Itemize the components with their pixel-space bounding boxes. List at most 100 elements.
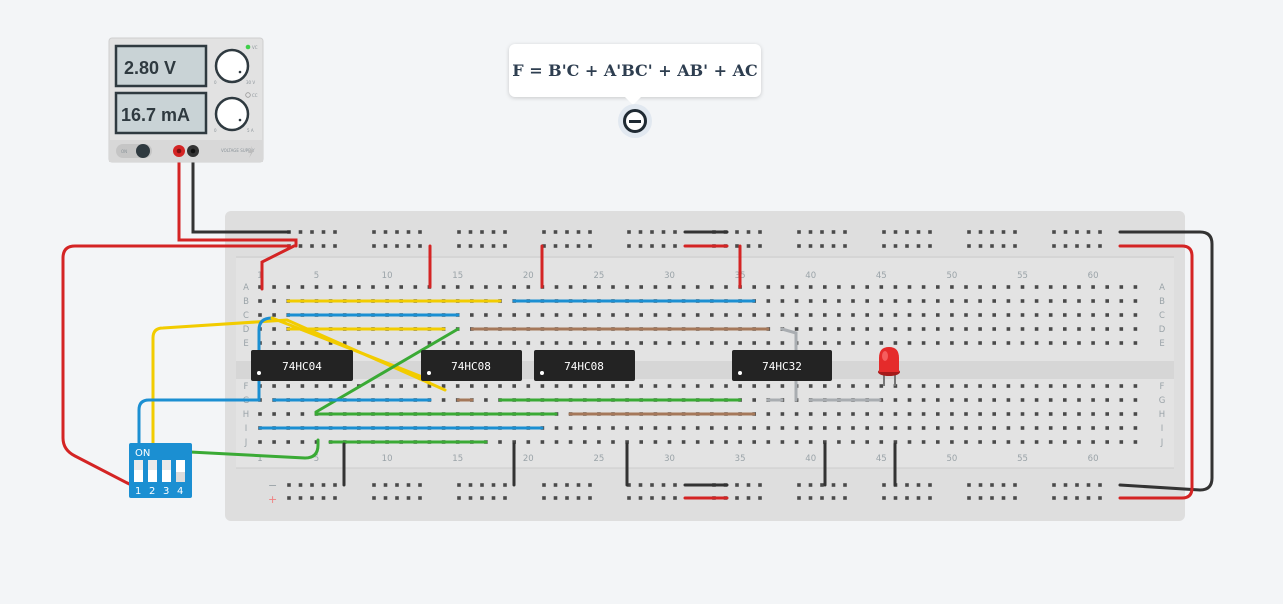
breadboard-hole[interactable] <box>823 299 827 303</box>
breadboard-hole[interactable] <box>470 341 474 345</box>
breadboard-hole[interactable] <box>893 496 898 500</box>
breadboard-hole[interactable] <box>542 496 546 500</box>
breadboard-hole[interactable] <box>978 313 982 317</box>
breadboard-hole[interactable] <box>1034 313 1039 317</box>
breadboard-hole[interactable] <box>406 230 411 234</box>
breadboard-hole[interactable] <box>503 230 507 234</box>
breadboard-hole[interactable] <box>752 398 756 402</box>
breadboard-hole[interactable] <box>1098 483 1102 487</box>
breadboard-hole[interactable] <box>752 384 756 388</box>
breadboard-hole[interactable] <box>272 384 276 388</box>
breadboard-hole[interactable] <box>808 341 813 345</box>
breadboard-hole[interactable] <box>921 285 926 289</box>
breadboard-hole[interactable] <box>794 299 799 303</box>
breadboard-hole[interactable] <box>766 299 771 303</box>
wire-dip-green[interactable] <box>188 438 320 460</box>
breadboard-hole[interactable] <box>406 496 411 500</box>
breadboard-hole[interactable] <box>1105 398 1109 402</box>
breadboard-hole[interactable] <box>837 384 841 388</box>
breadboard-hole[interactable] <box>879 285 884 289</box>
breadboard-hole[interactable] <box>758 230 762 234</box>
breadboard-hole[interactable] <box>724 341 728 345</box>
breadboard-hole[interactable] <box>554 440 559 444</box>
breadboard-hole[interactable] <box>738 384 742 388</box>
breadboard-hole[interactable] <box>583 285 587 289</box>
breadboard-hole[interactable] <box>1091 384 1095 388</box>
breadboard-hole[interactable] <box>990 244 994 248</box>
breadboard-hole[interactable] <box>978 299 982 303</box>
breadboard-hole[interactable] <box>503 496 507 500</box>
breadboard-hole[interactable] <box>639 341 643 345</box>
breadboard-hole[interactable] <box>1077 285 1081 289</box>
breadboard-hole[interactable] <box>1020 327 1025 331</box>
breadboard-hole[interactable] <box>286 341 290 345</box>
breadboard-hole[interactable] <box>851 299 855 303</box>
breadboard-hole[interactable] <box>907 412 912 416</box>
breadboard-hole[interactable] <box>823 285 827 289</box>
breadboard-hole[interactable] <box>1063 327 1067 331</box>
breadboard-hole[interactable] <box>1091 426 1095 430</box>
breadboard-hole[interactable] <box>565 230 569 234</box>
breadboard-hole[interactable] <box>823 440 827 444</box>
breadboard-hole[interactable] <box>893 299 898 303</box>
breadboard-hole[interactable] <box>526 384 531 388</box>
breadboard-hole[interactable] <box>879 341 884 345</box>
breadboard-hole[interactable] <box>1119 384 1124 388</box>
breadboard-hole[interactable] <box>936 398 940 402</box>
breadboard-hole[interactable] <box>498 440 502 444</box>
breadboard-hole[interactable] <box>611 426 615 430</box>
breadboard-hole[interactable] <box>383 483 388 487</box>
breadboard-hole[interactable] <box>625 384 629 388</box>
breadboard-hole[interactable] <box>576 483 581 487</box>
breadboard-hole[interactable] <box>1020 313 1025 317</box>
breadboard-hole[interactable] <box>1098 244 1102 248</box>
breadboard-hole[interactable] <box>992 398 996 402</box>
breadboard-hole[interactable] <box>470 313 474 317</box>
breadboard-hole[interactable] <box>554 426 559 430</box>
breadboard-hole[interactable] <box>512 384 516 388</box>
breadboard-hole[interactable] <box>321 244 326 248</box>
breadboard-hole[interactable] <box>1048 285 1053 289</box>
breadboard-hole[interactable] <box>1119 398 1124 402</box>
breadboard-hole[interactable] <box>879 327 884 331</box>
breadboard-hole[interactable] <box>1105 440 1109 444</box>
breadboard-hole[interactable] <box>542 483 546 487</box>
wire-right-black[interactable] <box>1118 230 1214 492</box>
breadboard-hole[interactable] <box>936 412 940 416</box>
breadboard-hole[interactable] <box>1063 285 1067 289</box>
breadboard-hole[interactable] <box>724 440 728 444</box>
breadboard-hole[interactable] <box>928 496 932 500</box>
breadboard-hole[interactable] <box>865 412 869 416</box>
breadboard-hole[interactable] <box>1001 230 1006 234</box>
breadboard-hole[interactable] <box>553 230 558 234</box>
breadboard-hole[interactable] <box>879 384 884 388</box>
breadboard-hole[interactable] <box>667 313 672 317</box>
breadboard-hole[interactable] <box>650 483 654 487</box>
breadboard-hole[interactable] <box>258 285 262 289</box>
breadboard-hole[interactable] <box>568 440 573 444</box>
breadboard-hole[interactable] <box>808 230 813 234</box>
breadboard-hole[interactable] <box>831 483 836 487</box>
breadboard-hole[interactable] <box>385 384 389 388</box>
breadboard-hole[interactable] <box>766 426 771 430</box>
breadboard-hole[interactable] <box>964 412 968 416</box>
breadboard-hole[interactable] <box>639 384 643 388</box>
wire-green-cross[interactable] <box>314 327 460 414</box>
breadboard-hole[interactable] <box>1119 341 1124 345</box>
breadboard-hole[interactable] <box>286 440 290 444</box>
breadboard-hole[interactable] <box>333 483 337 487</box>
breadboard-hole[interactable] <box>766 341 771 345</box>
breadboard-hole[interactable] <box>342 384 347 388</box>
breadboard-hole[interactable] <box>964 440 968 444</box>
breadboard-hole[interactable] <box>695 384 700 388</box>
breadboard-hole[interactable] <box>650 244 654 248</box>
breadboard-hole[interactable] <box>681 384 686 388</box>
breadboard-hole[interactable] <box>503 483 507 487</box>
breadboard-hole[interactable] <box>921 412 926 416</box>
breadboard-hole[interactable] <box>1091 341 1095 345</box>
breadboard-hole[interactable] <box>808 244 813 248</box>
wire-yellow-cross[interactable] <box>270 316 432 382</box>
breadboard-hole[interactable] <box>1048 384 1053 388</box>
breadboard-hole[interactable] <box>1048 327 1053 331</box>
